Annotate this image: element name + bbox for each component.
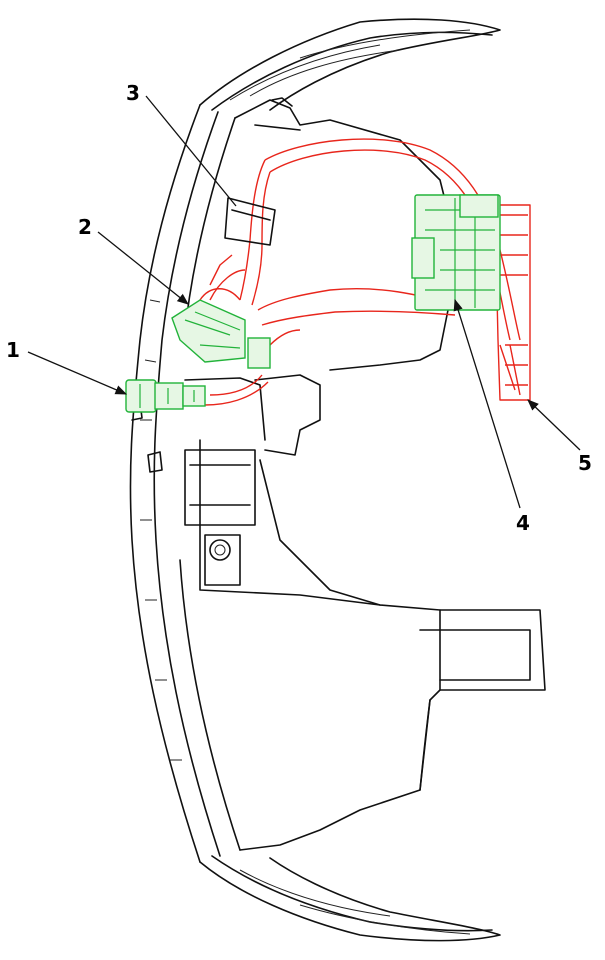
callout-4: 4 (453, 298, 530, 535)
wiring-harness (199, 138, 531, 406)
connector-2 (171, 299, 271, 369)
callout-5: 5 (527, 399, 592, 475)
connector-1 (125, 379, 206, 413)
callout-1: 1 (6, 338, 128, 395)
connector-4 (411, 194, 501, 311)
fairing-frame (129, 18, 546, 942)
callout-label-5: 5 (578, 451, 592, 475)
callout-label-1: 1 (6, 338, 20, 362)
connector-3-clip (224, 197, 276, 246)
callout-2: 2 (78, 215, 189, 305)
callout-label-2: 2 (78, 215, 92, 239)
callout-label-4: 4 (516, 511, 530, 535)
callout-3: 3 (126, 81, 237, 207)
callout-label-3: 3 (126, 81, 140, 105)
